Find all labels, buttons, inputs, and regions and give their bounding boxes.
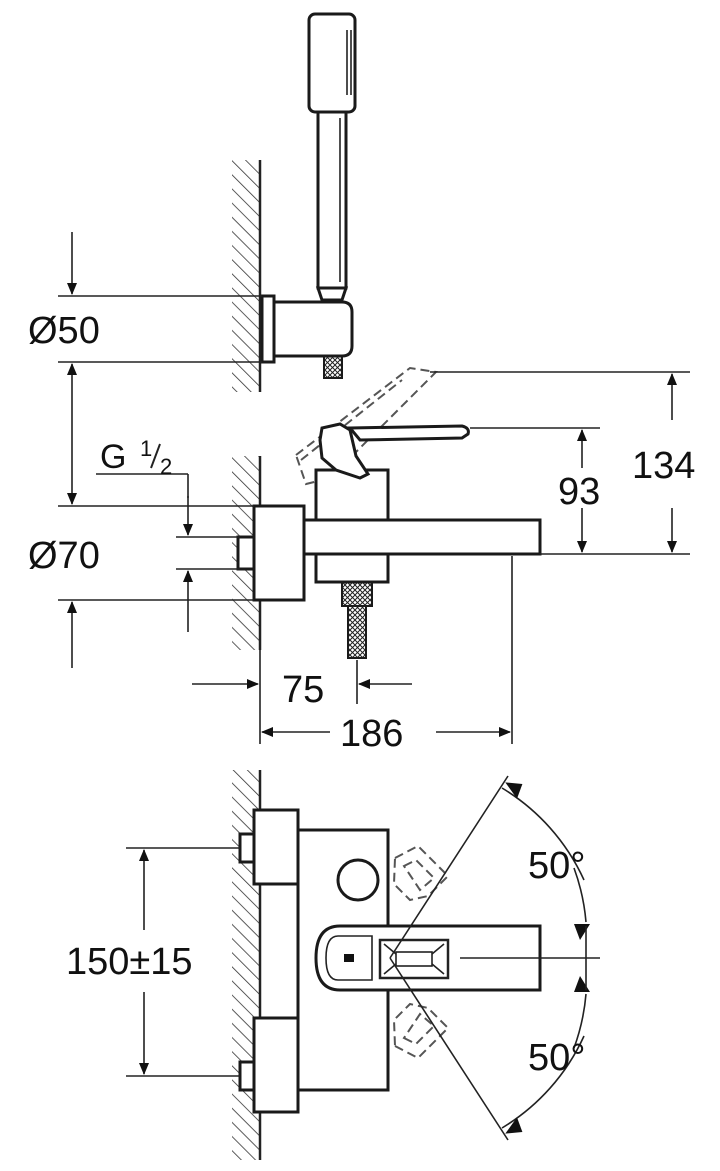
- dim-spacing-label: 150±15: [66, 941, 193, 983]
- dim-134-label: 134: [632, 445, 695, 487]
- angle-bottom: 50°: [501, 958, 590, 1134]
- top-view: 150±15 50° 50°: [66, 770, 600, 1160]
- dim-dia50: Ø50: [28, 232, 262, 430]
- eccentric-upper: [238, 808, 300, 886]
- angle-top-label: 50°: [528, 845, 585, 887]
- dim-dia70-label: Ø70: [28, 535, 100, 577]
- dim-93-label: 93: [558, 471, 600, 513]
- wall-upper: [232, 160, 262, 392]
- mixer-side: [236, 366, 542, 659]
- dim-spacing: 150±15: [66, 847, 240, 1077]
- dim-186-label: 186: [340, 713, 403, 755]
- thread-denominator: 2: [160, 454, 172, 479]
- dim-93: 93: [470, 427, 600, 553]
- dim-134: 134: [430, 371, 695, 555]
- dim-dia50-label: Ø50: [28, 310, 100, 352]
- angle-line-lower: [389, 957, 509, 1141]
- angle-bottom-label: 50°: [528, 1037, 585, 1079]
- dim-75-label: 75: [282, 669, 324, 711]
- thread-numerator: 1: [140, 436, 152, 461]
- side-view: Ø50 Ø70 G 1 2 134: [28, 12, 695, 755]
- dim-thread: G 1 2: [96, 436, 240, 632]
- dim-186: 186: [261, 556, 513, 755]
- wall-holder: [260, 294, 354, 379]
- dim-75: 75: [192, 650, 412, 744]
- angle-top: 50°: [501, 782, 590, 958]
- thread-label: G: [100, 438, 126, 476]
- hand-shower: [307, 12, 357, 302]
- dim-dia70: Ø70: [28, 430, 254, 668]
- mixer-top: [296, 828, 542, 1092]
- angle-line-upper: [389, 775, 509, 959]
